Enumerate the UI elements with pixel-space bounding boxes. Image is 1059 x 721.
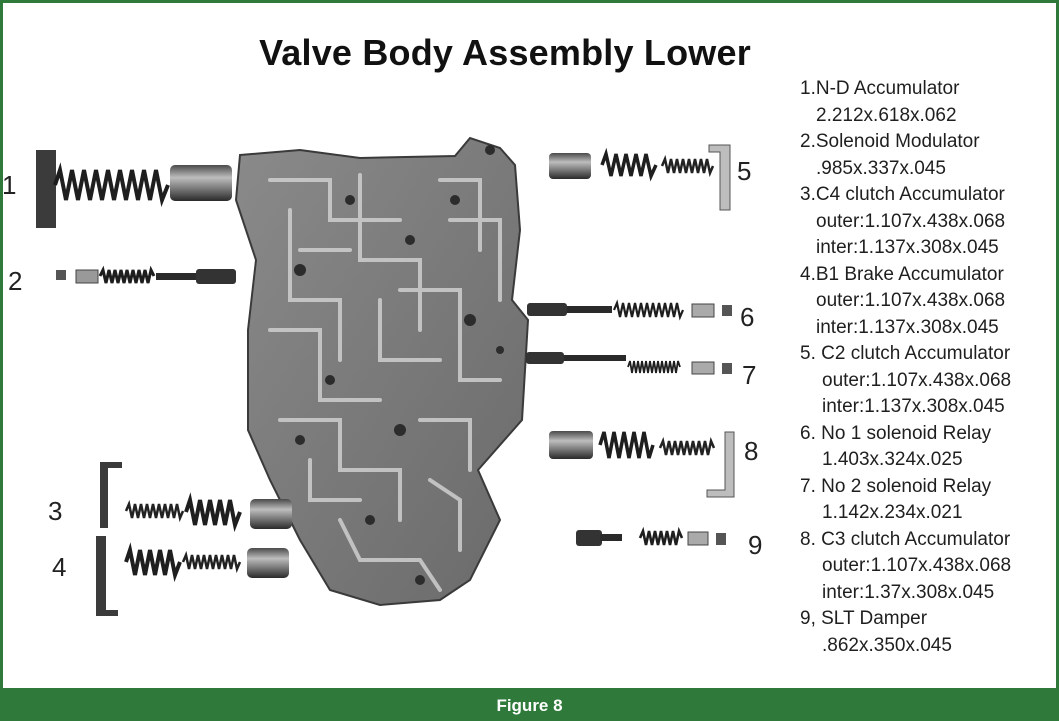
spec-detail: outer:1.107x.438x.068 [816,210,1006,232]
spec-item: 6. No 1 solenoid Relay 1.403x.324x.025 [800,421,1055,474]
spec-item: 7. No 2 solenoid Relay 1.142x.234x.021 [800,474,1055,527]
part-label-2: 2 [8,266,23,296]
part-label-3: 3 [48,496,63,526]
spec-item: 1.N-D Accumulator 2.212x.618x.062 [800,76,1055,129]
part-label-7: 7 [742,360,757,390]
part-label-1: 1 [2,170,17,200]
part-label-8: 8 [744,436,759,466]
part-7-solenoid-relay [526,352,732,375]
spec-detail: 1.142x.234x.021 [822,502,963,523]
spec-title: 4.B1 Brake Accumulator [800,263,1004,285]
part-3-accumulator [100,462,292,533]
spec-title: 9, SLT Damper [800,608,928,629]
part-label-6: 6 [740,302,755,332]
part-9-slt-damper [576,526,726,546]
part-5-accumulator [549,144,731,211]
part-8-accumulator [549,431,735,498]
valve-body-plate [234,136,530,607]
spec-detail: 1.403x.324x.025 [822,449,963,470]
part-label-9: 9 [748,530,763,560]
spec-title: 5. C2 clutch Accumulator [800,343,1011,364]
diagram-title: Valve Body Assembly Lower [259,32,751,73]
spec-item: 2.Solenoid Modulator .985x.337x.045 [800,129,1055,182]
spec-detail: inter:1.37x.308x.045 [822,581,995,603]
spec-item: 9, SLT Damper .862x.350x.045 [800,606,1055,659]
figure-caption-bar: Figure 8 [0,691,1059,721]
spec-item: 8. C3 clutch Accumulator outer:1.107x.43… [800,527,1055,607]
part-1-accumulator [36,150,232,228]
spec-title: 7. No 2 solenoid Relay [800,475,992,497]
part-label-4: 4 [52,552,67,582]
part-6-solenoid-relay [527,299,732,321]
spec-detail: 2.212x.618x.062 [816,104,957,126]
part-label-5: 5 [737,156,752,186]
spec-detail: outer:1.107x.438x.068 [816,290,1006,311]
spec-title: 6. No 1 solenoid Relay [800,422,992,444]
spec-item: 4.B1 Brake Accumulator outer:1.107x.438x… [800,262,1055,342]
spec-title: 2.Solenoid Modulator [800,131,980,152]
part-4-accumulator [96,536,289,616]
spec-title: 3.C4 clutch Accumulator [800,184,1005,205]
part-2-solenoid-modulator [56,265,236,284]
spec-detail: .862x.350x.045 [822,634,952,656]
spec-detail: inter:1.137x.308x.045 [822,396,1005,417]
spec-detail: inter:1.137x.308x.045 [816,316,999,338]
spec-detail: outer:1.107x.438x.068 [822,369,1012,391]
valve-body-diagram [36,136,735,616]
spec-title: 8. C3 clutch Accumulator [800,528,1011,550]
spec-item: 3.C4 clutch Accumulator outer:1.107x.438… [800,182,1055,262]
spec-title: 1.N-D Accumulator [800,78,960,99]
spec-detail: outer:1.107x.438x.068 [822,555,1012,576]
spec-detail: .985x.337x.045 [816,157,946,179]
spec-detail: inter:1.137x.308x.045 [816,237,999,258]
figure-caption: Figure 8 [496,696,563,715]
spec-list: 1.N-D Accumulator 2.212x.618x.062 2.Sole… [800,76,1055,659]
spec-item: 5. C2 clutch Accumulator outer:1.107x.43… [800,341,1055,421]
